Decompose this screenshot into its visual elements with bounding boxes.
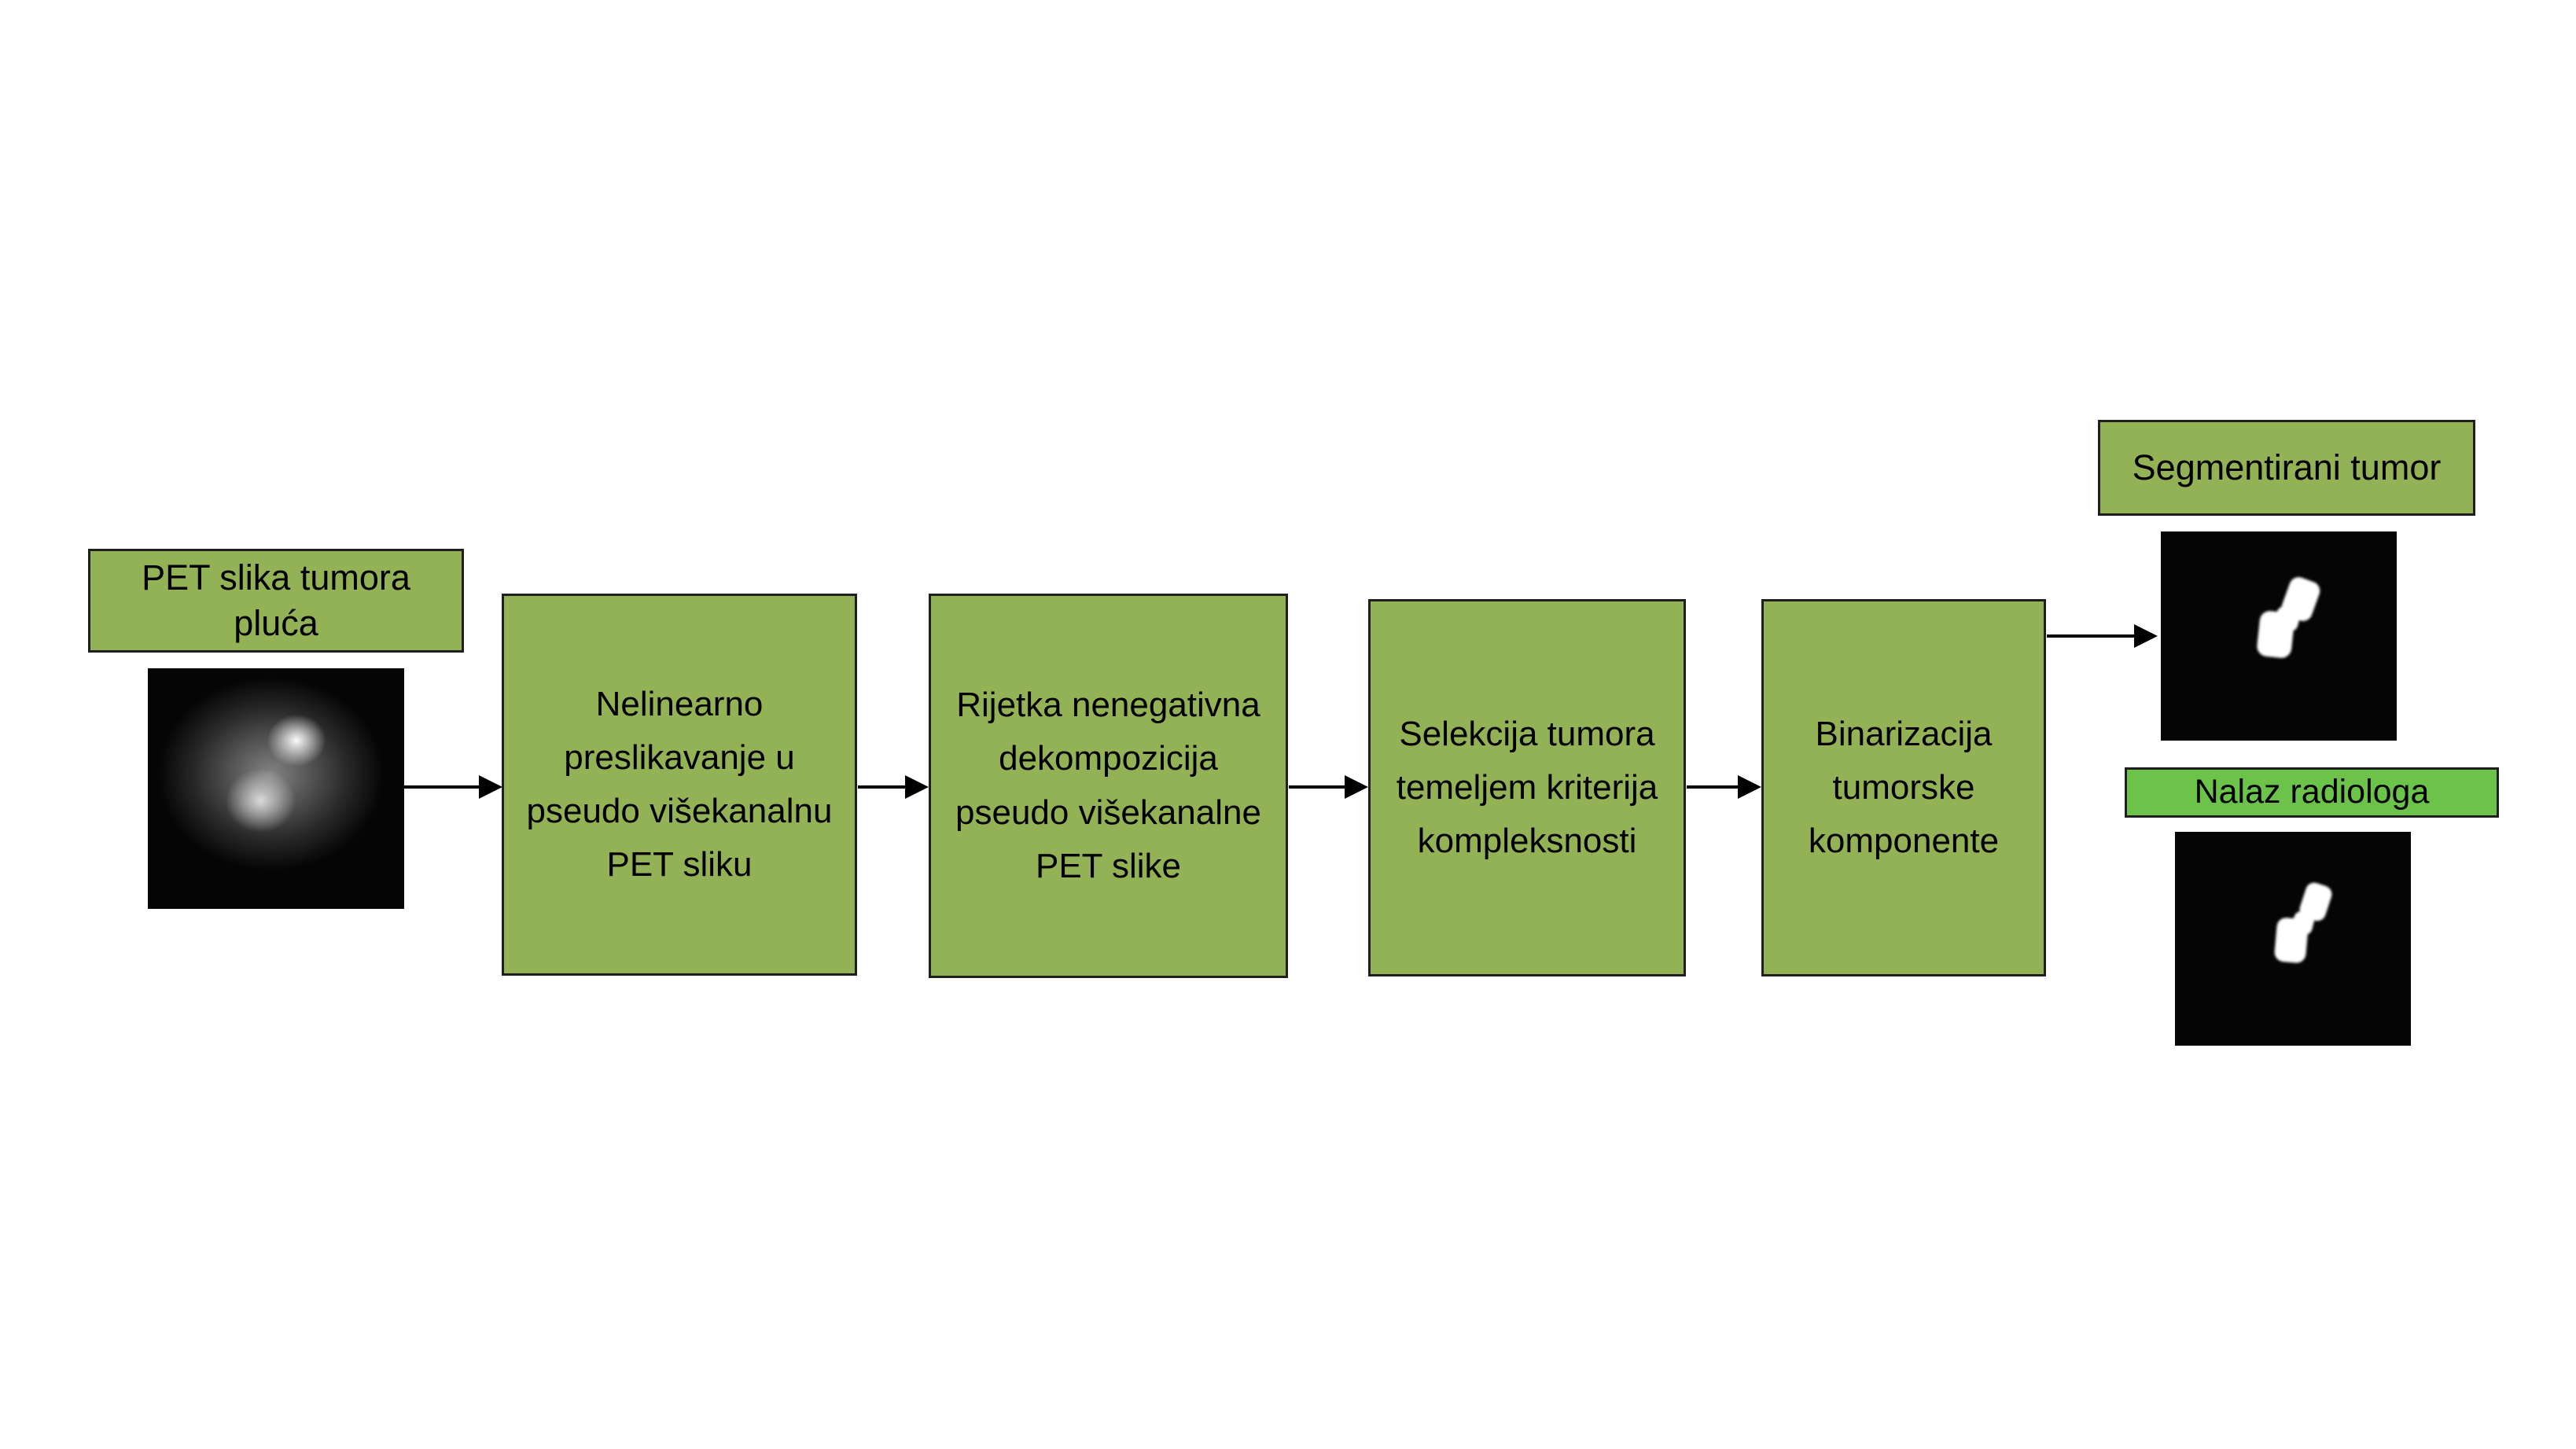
segmented-tumor-image — [2161, 531, 2397, 741]
arrow-step1-to-step2 — [858, 774, 929, 800]
tumor-mask-shape — [2274, 882, 2332, 963]
input-label-text: PET slika tumora pluća — [142, 557, 410, 643]
reference-label-text: Nalaz radiologa — [2194, 773, 2430, 811]
pet-input-image — [148, 668, 404, 909]
arrow-input-to-step1 — [403, 774, 502, 800]
arrow-step4-to-output — [2047, 623, 2158, 649]
arrow-step3-to-step4 — [1687, 774, 1761, 800]
step-label: Nelinearno preslikavanje u pseudo višeka… — [526, 684, 833, 884]
radiologist-reference-image — [2175, 832, 2411, 1046]
step-label: Selekcija tumora temeljem kriterija komp… — [1396, 714, 1658, 861]
step-box-nonlinear-mapping: Nelinearno preslikavanje u pseudo višeka… — [502, 594, 857, 976]
reference-label-box: Nalaz radiologa — [2125, 767, 2499, 818]
output-label-box: Segmentirani tumor — [2098, 420, 2475, 516]
step-box-tumor-selection: Selekcija tumora temeljem kriterija komp… — [1368, 599, 1686, 976]
output-label-text: Segmentirani tumor — [2132, 447, 2442, 488]
step-label: Binarizacija tumorske komponente — [1808, 714, 2000, 861]
step-label: Rijetka nenegativna dekompozicija pseudo… — [955, 686, 1261, 885]
arrow-step2-to-step3 — [1289, 774, 1368, 800]
step-box-binarization: Binarizacija tumorske komponente — [1761, 599, 2046, 976]
tumor-mask-shape — [2257, 577, 2320, 658]
input-label-box: PET slika tumora pluća — [88, 549, 464, 653]
step-box-sparse-decomposition: Rijetka nenegativna dekompozicija pseudo… — [929, 594, 1288, 978]
